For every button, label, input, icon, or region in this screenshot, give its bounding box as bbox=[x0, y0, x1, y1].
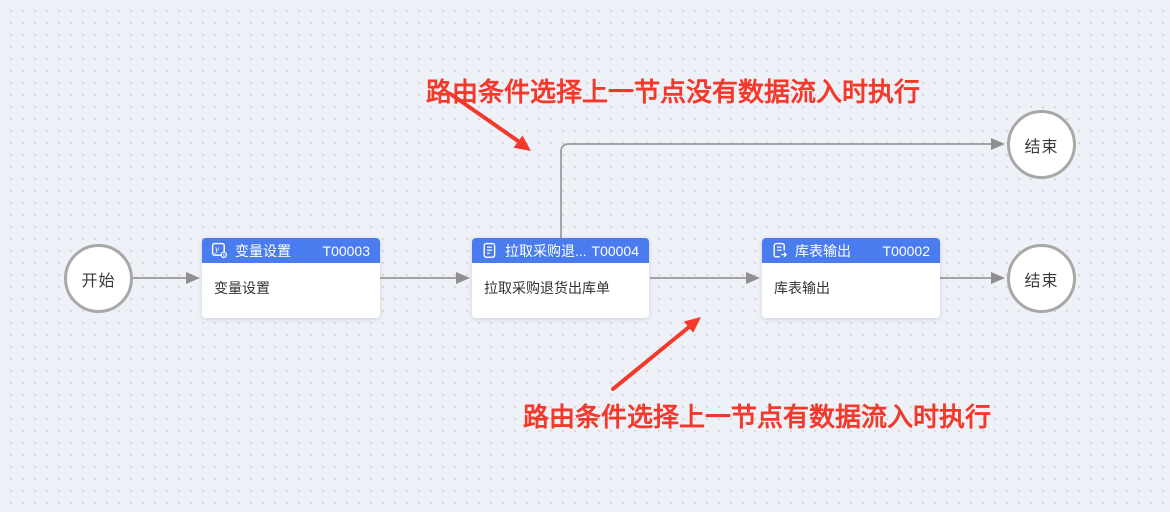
task-node-table-output[interactable]: 库表输出 T00002 库表输出 bbox=[762, 238, 940, 318]
task-node-header: 拉取采购退... T00004 bbox=[472, 238, 649, 263]
svg-text:y: y bbox=[214, 244, 219, 254]
edge-start-to-node1[interactable] bbox=[133, 272, 200, 284]
end-node-top[interactable]: 结束 bbox=[1007, 110, 1076, 179]
arrowhead-icon bbox=[991, 272, 1005, 284]
end-node-label: 结束 bbox=[1024, 272, 1059, 290]
arrowhead-icon bbox=[746, 272, 760, 284]
annotation-no-data-route: 路由条件选择上一节点没有数据流入时执行 bbox=[426, 77, 921, 107]
edge-node2-branch-to-end1[interactable] bbox=[560, 138, 1005, 238]
pull-data-icon bbox=[481, 242, 498, 259]
task-node-header: 库表输出 T00002 bbox=[762, 238, 940, 263]
arrowhead-icon bbox=[991, 138, 1005, 150]
task-node-code: T00003 bbox=[322, 242, 370, 259]
arrowhead-icon bbox=[456, 272, 470, 284]
edge-node3-to-end2[interactable] bbox=[940, 272, 1005, 284]
table-output-icon bbox=[771, 242, 788, 259]
arrowhead-icon bbox=[186, 272, 200, 284]
start-node[interactable]: 开始 bbox=[64, 244, 133, 313]
edge-node1-to-node2[interactable] bbox=[380, 272, 470, 284]
task-node-variable-settings[interactable]: y 变量设置 T00003 变量设置 bbox=[202, 238, 380, 318]
variable-settings-icon: y bbox=[211, 242, 228, 259]
task-node-pull-data[interactable]: 拉取采购退... T00004 拉取采购退货出库单 bbox=[472, 238, 649, 318]
task-node-header: y 变量设置 T00003 bbox=[202, 238, 380, 263]
task-node-title: 库表输出 bbox=[795, 242, 851, 259]
annotation-has-data-route: 路由条件选择上一节点有数据流入时执行 bbox=[523, 402, 992, 432]
task-node-title: 变量设置 bbox=[235, 242, 291, 259]
task-node-code: T00004 bbox=[591, 242, 639, 259]
task-node-body-label: 拉取采购退货出库单 bbox=[484, 280, 610, 296]
task-node-body-label: 变量设置 bbox=[214, 280, 270, 296]
end-node-bottom[interactable]: 结束 bbox=[1007, 244, 1076, 313]
start-node-label: 开始 bbox=[81, 272, 116, 290]
edge-node2-to-node3[interactable] bbox=[650, 272, 760, 284]
task-node-title: 拉取采购退... bbox=[505, 242, 587, 259]
end-node-label: 结束 bbox=[1024, 138, 1059, 156]
task-node-body-label: 库表输出 bbox=[774, 280, 830, 296]
annotation-arrow-bottom bbox=[611, 317, 701, 391]
task-node-code: T00002 bbox=[882, 242, 930, 259]
